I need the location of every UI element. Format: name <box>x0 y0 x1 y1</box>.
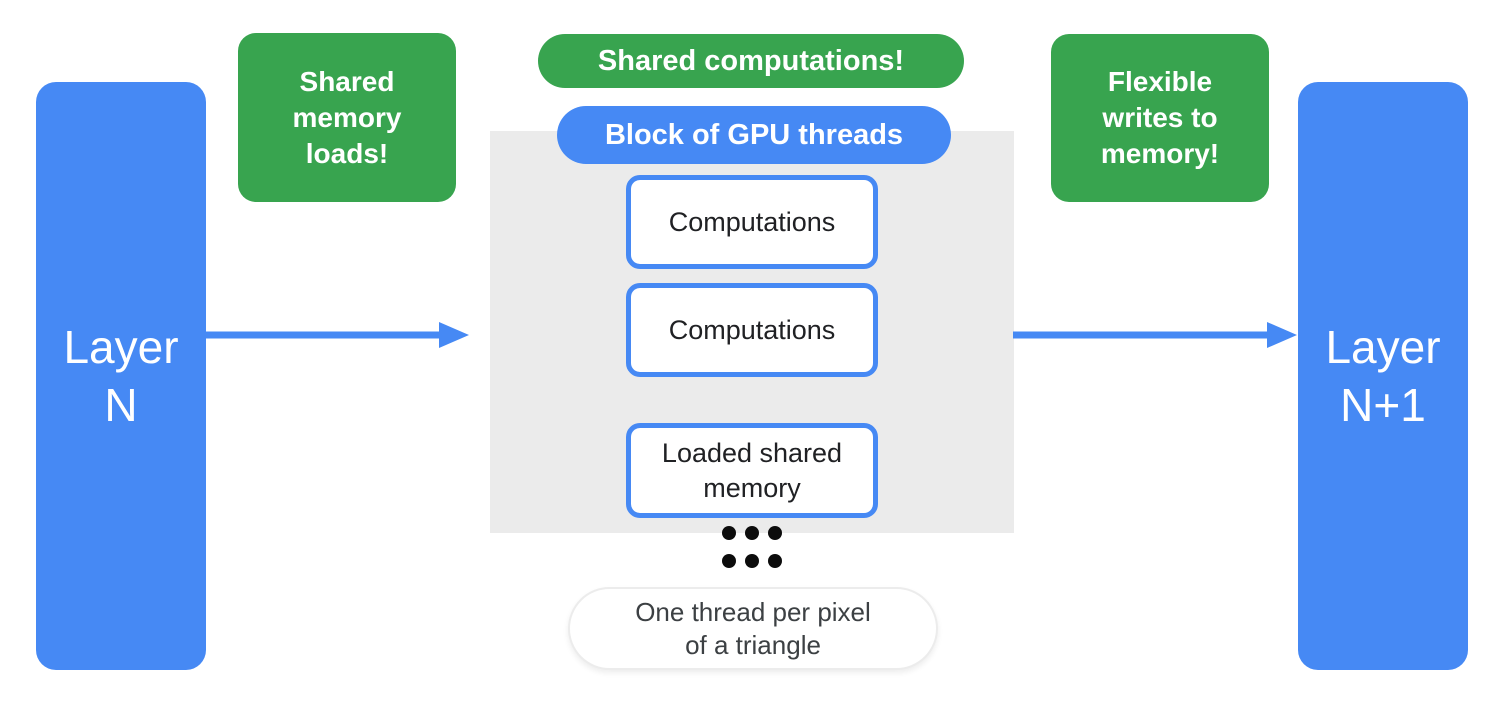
footnote-line2: of a triangle <box>685 629 821 660</box>
loaded-shared-memory-label-line2: memory <box>703 472 801 503</box>
dot-icon <box>722 526 736 540</box>
layer-n1-label-line1: Layer <box>1325 321 1441 373</box>
layer-n-box: Layer N <box>36 82 206 670</box>
loaded-shared-memory-label-line1: Loaded shared <box>661 437 843 468</box>
layer-n1-label-line2: N+1 <box>1340 379 1426 431</box>
callout-line: writes to <box>1102 102 1218 133</box>
shared-computations-pill: Shared computations! <box>538 34 964 88</box>
dot-icon <box>768 554 782 568</box>
layer-n-label-line2: N <box>104 379 138 431</box>
block-of-gpu-threads-pill: Block of GPU threads <box>557 106 951 164</box>
ellipsis-icon <box>722 554 782 568</box>
ellipsis-icon <box>722 526 782 540</box>
flexible-writes-callout: Flexible writes to memory! <box>1051 34 1269 202</box>
dot-icon <box>745 526 759 540</box>
computations-label: Computations <box>668 314 836 345</box>
footnote-line1: One thread per pixel <box>635 596 871 627</box>
one-thread-per-pixel-note: One thread per pixel of a triangle <box>568 587 938 670</box>
computations-box-1: Computations <box>626 175 878 269</box>
arrow-layer-n-to-block-icon <box>205 322 469 348</box>
gpu-thread-block-container: Computations Computations Loaded shared … <box>490 131 1014 540</box>
loaded-shared-memory-box: Loaded shared memory <box>626 423 878 518</box>
callout-line: Shared <box>299 65 395 97</box>
shared-computations-label: Shared computations! <box>597 44 905 77</box>
callout-line: memory! <box>1100 138 1220 169</box>
layer-n-label-line1: Layer <box>63 321 179 373</box>
dot-icon <box>722 554 736 568</box>
layer-n1-box: Layer N+1 <box>1298 82 1468 670</box>
callout-line: Flexible <box>1107 66 1213 97</box>
arrow-block-to-layer-n1-icon <box>1013 322 1297 348</box>
dot-icon <box>745 554 759 568</box>
computations-box-2: Computations <box>626 283 878 377</box>
callout-line: loads! <box>305 137 389 169</box>
computations-label: Computations <box>668 206 836 237</box>
block-of-gpu-threads-label: Block of GPU threads <box>604 118 904 151</box>
dot-icon <box>768 526 782 540</box>
callout-line: memory <box>292 101 402 133</box>
shared-memory-loads-callout: Shared memory loads! <box>238 33 456 202</box>
